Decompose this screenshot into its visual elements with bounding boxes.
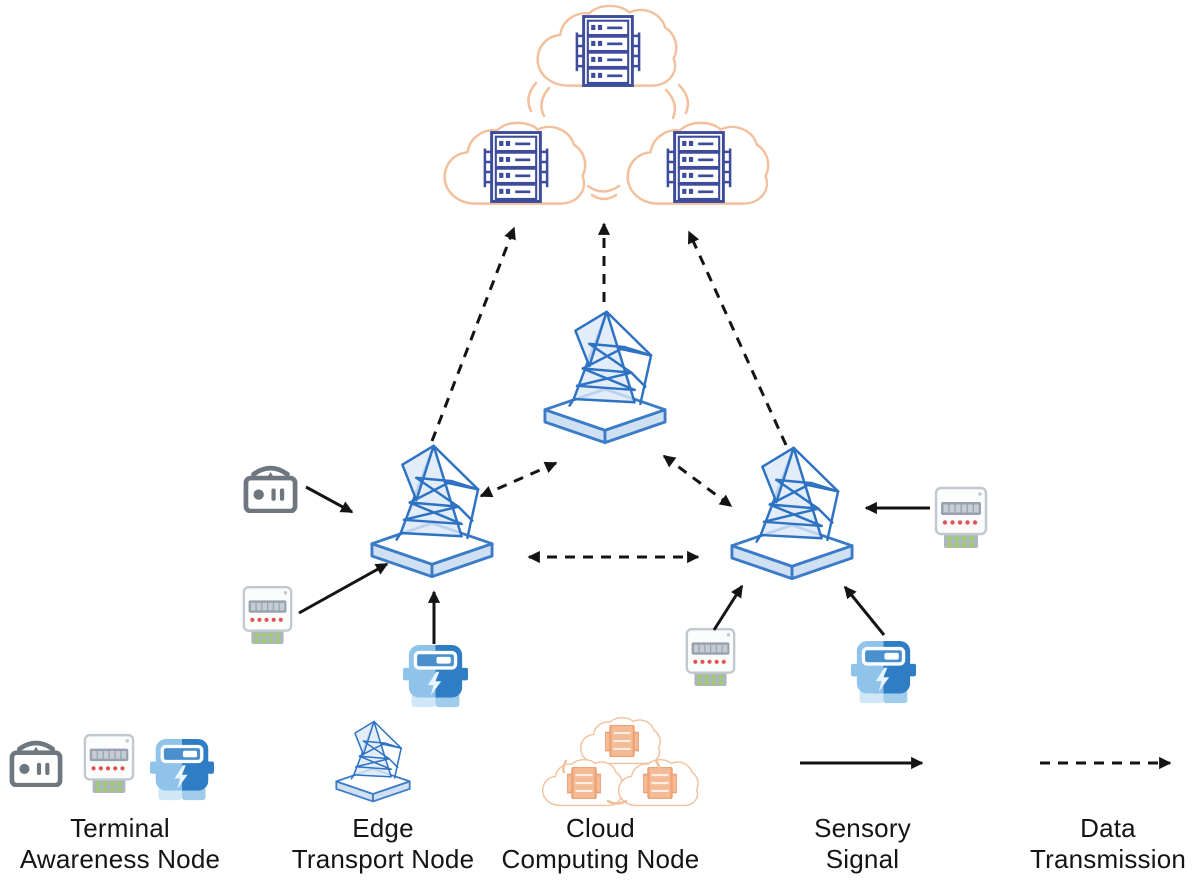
legend-label-line: Sensory: [814, 813, 911, 843]
smart-meter-icon: [242, 585, 293, 646]
legend-label-line: Awareness Node: [19, 844, 221, 874]
legend-label-sensory-signal: Sensory Signal: [770, 813, 955, 875]
cloud-computing-cluster: [443, 4, 770, 205]
legend-label-line: Cloud: [566, 813, 635, 843]
power-meter-icon: [403, 645, 468, 707]
data-transmission-arrows: [430, 222, 788, 564]
legend-label-terminal-awareness-node: Terminal Awareness Node: [0, 813, 245, 875]
remote-control-icon: [12, 743, 60, 785]
remote-control-icon: [246, 468, 295, 511]
edge-node-right: [730, 446, 854, 581]
legend-label-line: Computing Node: [501, 844, 700, 874]
power-meter-icon: [150, 739, 214, 800]
smart-meter-icon: [685, 627, 736, 688]
cloud-link-connectors: [527, 81, 690, 201]
legend-label-edge-transport-node: Edge Transport Node: [268, 813, 498, 875]
edge-node-left: [370, 444, 494, 579]
legend-label-line: Data: [1080, 813, 1136, 843]
smart-meter-icon: [83, 733, 135, 795]
legend-label-line: Signal: [825, 844, 900, 874]
power-meter-icon: [851, 641, 916, 703]
server-rack-icon: [575, 15, 641, 87]
legend-label-line: Edge: [352, 813, 414, 843]
server-rack-icon: [666, 131, 732, 203]
legend-label-line: Transport Node: [291, 844, 475, 874]
legend-icons: [12, 717, 1172, 807]
cloud-cluster-mini-icon: [541, 717, 699, 807]
sensory-signal-arrows: [298, 485, 930, 644]
legend-label-data-transmission: Data Transmission: [1013, 813, 1200, 875]
edge-node-middle: [543, 310, 667, 445]
legend-label-line: Transmission: [1029, 844, 1187, 874]
legend-label-line: Terminal: [70, 813, 170, 843]
legend-label-cloud-computing-node: Cloud Computing Node: [482, 813, 719, 875]
transmission-tower-icon: [335, 720, 411, 803]
server-rack-icon: [483, 131, 549, 203]
smart-meter-icon: [934, 486, 988, 550]
